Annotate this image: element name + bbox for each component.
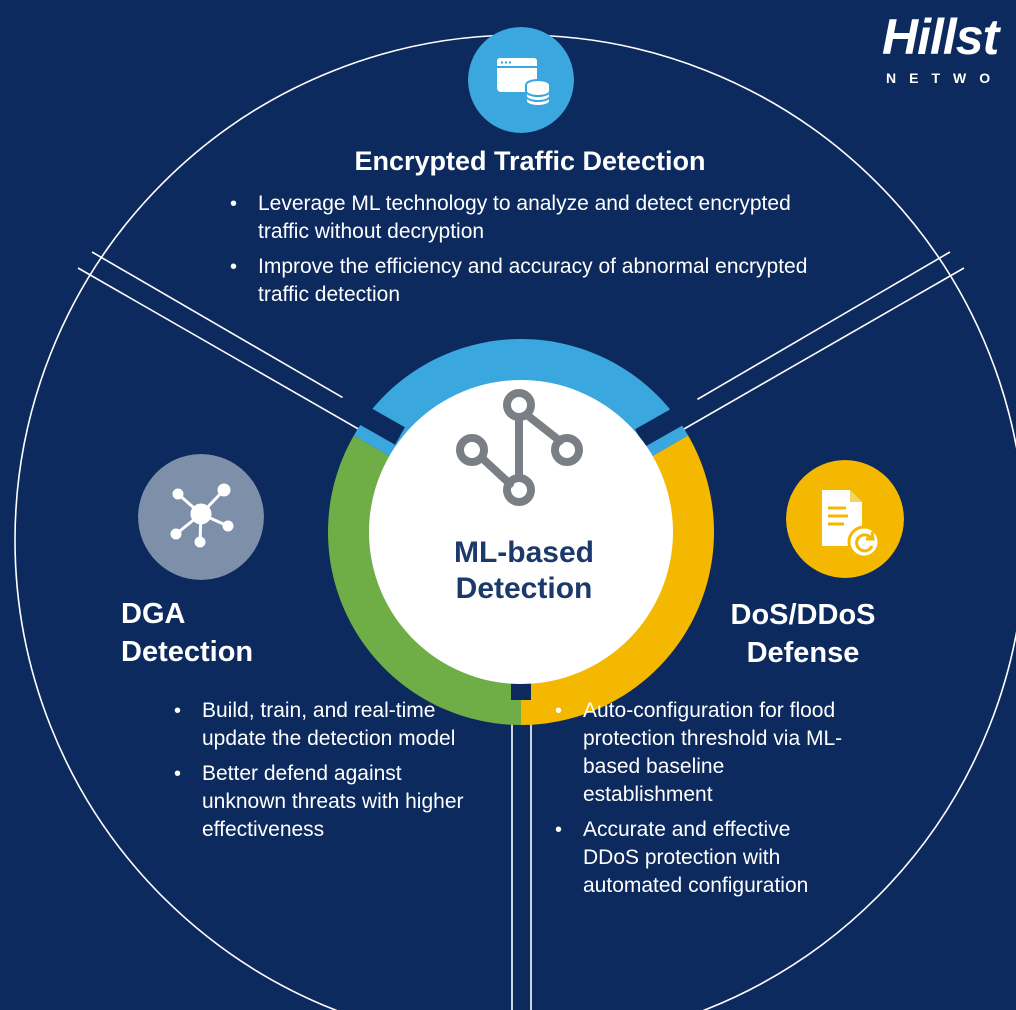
logo-wordmark: Hillst xyxy=(882,9,999,65)
ring-segment-top xyxy=(353,338,689,457)
network-hub-icon xyxy=(138,454,264,580)
company-logo: Hillst NETWO xyxy=(878,6,1016,92)
list-item: Improve the efficiency and accuracy of a… xyxy=(228,253,858,309)
dga-detection-title: DGA Detection xyxy=(121,598,254,668)
dos-ddos-title: DoS/DDoS Defense xyxy=(730,599,876,669)
dga-detection-bullets: Build, train, and real-time update the d… xyxy=(172,697,512,851)
document-refresh-icon xyxy=(786,460,904,578)
center-disc xyxy=(369,380,673,684)
browser-database-icon xyxy=(468,27,574,133)
logo-subtext: NETWO xyxy=(886,70,1004,86)
encrypted-traffic-title: Encrypted Traffic Detection xyxy=(354,146,706,176)
ml-pipeline-icon xyxy=(456,389,583,506)
list-item: Better defend against unknown threats wi… xyxy=(172,760,472,844)
center-label: ML-based Detection xyxy=(453,536,594,605)
dos-ddos-bullets: Auto-configuration for flood protection … xyxy=(553,697,853,907)
list-item: Auto-configuration for flood protection … xyxy=(553,697,843,809)
ring-segment-right xyxy=(521,435,714,725)
list-item: Leverage ML technology to analyze and de… xyxy=(228,190,838,246)
encrypted-traffic-bullets: Leverage ML technology to analyze and de… xyxy=(228,190,868,316)
ring-segment-left xyxy=(327,435,521,725)
list-item: Accurate and effective DDoS protection w… xyxy=(553,816,833,900)
list-item: Build, train, and real-time update the d… xyxy=(172,697,492,753)
